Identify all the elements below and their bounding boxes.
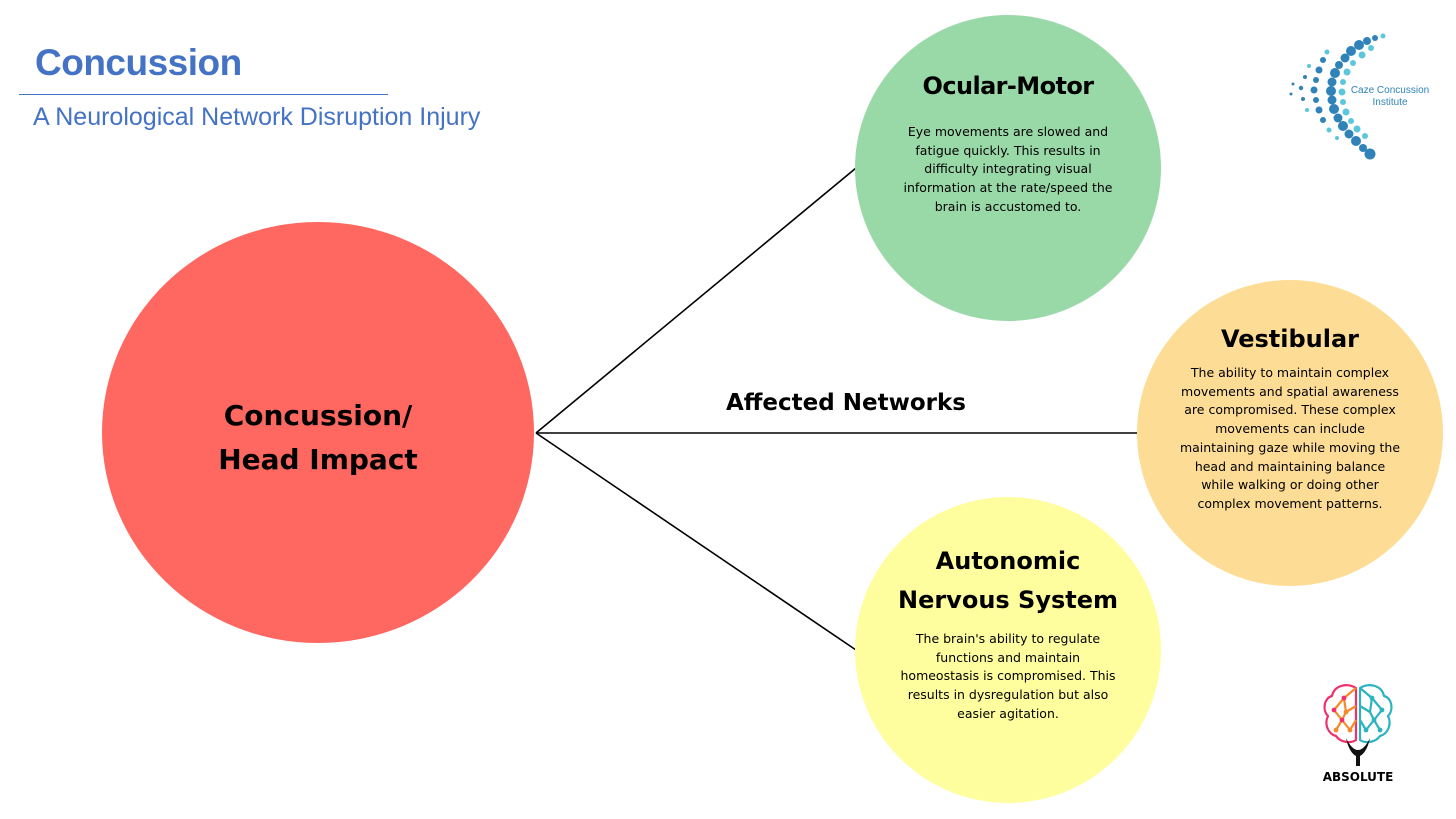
concussion-node: Concussion/ Head Impact bbox=[102, 222, 534, 643]
absolute-brain-icon bbox=[1323, 684, 1393, 766]
vestibular-node: Vestibular The ability to maintain compl… bbox=[1137, 280, 1443, 586]
connector-to-ocular bbox=[535, 167, 857, 434]
page-title: Concussion bbox=[35, 42, 242, 83]
affected-networks-label: Affected Networks bbox=[726, 390, 966, 416]
ocular-motor-title: Ocular-Motor bbox=[922, 72, 1095, 100]
caze-logo-name: Caze Concussion Institute bbox=[1350, 85, 1430, 108]
caze-logo-icon bbox=[1289, 33, 1386, 160]
concussion-node-label: Concussion/ Head Impact bbox=[218, 398, 418, 476]
ocular-motor-description: Eye movements are slowed and fatigue qui… bbox=[903, 124, 1113, 214]
autonomic-node: Autonomic Nervous System The brain's abi… bbox=[855, 497, 1161, 803]
vestibular-title: Vestibular bbox=[1220, 325, 1360, 353]
connector-to-autonomic bbox=[535, 432, 857, 651]
vestibular-description: The ability to maintain complex movement… bbox=[1179, 365, 1401, 511]
autonomic-title: Autonomic Nervous System bbox=[897, 547, 1119, 614]
absolute-logo-name: ABSOLUTE bbox=[1322, 770, 1394, 784]
page-subtitle: A Neurological Network Disruption Injury bbox=[33, 103, 481, 131]
title-divider bbox=[19, 94, 388, 95]
autonomic-description: The brain's ability to regulate function… bbox=[900, 631, 1116, 721]
ocular-motor-node: Ocular-Motor Eye movements are slowed an… bbox=[855, 15, 1161, 321]
